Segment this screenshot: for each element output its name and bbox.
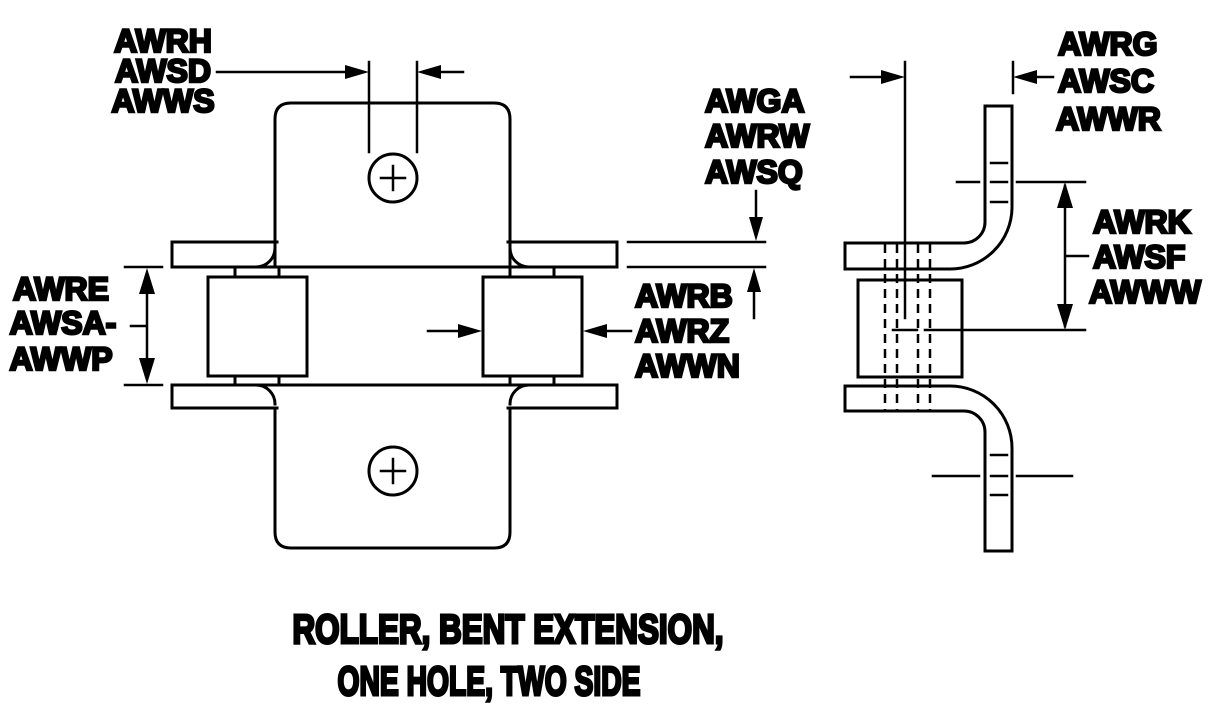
bottom-extension-outline [273,406,512,550]
label-awsa: AWSA- [10,305,117,341]
label-awsf: AWSF [1093,239,1185,275]
arrowhead-left [1013,70,1037,84]
dimensions: AWRH AWSD AWWS AWGA AWRW AWSQ AWRE AWSA-… [8,22,1203,387]
arrowhead-down [139,358,155,384]
top-link-plate [170,240,619,269]
side-roller-outline [856,278,964,379]
arrowhead-down [1057,304,1073,330]
arrowhead-right [881,70,905,84]
hole-center-cross [379,164,407,192]
arrowhead-up [747,268,761,292]
front-view [170,101,619,550]
arrowhead-right [458,324,482,338]
arrowhead-left [583,324,607,338]
bottom-tab-hole-ticks [989,453,1009,497]
label-awwr: AWWR [1056,101,1161,137]
label-awga: AWGA [705,83,805,119]
bend-fillet-left [254,246,277,269]
arrowhead-down [749,217,763,241]
label-awwp: AWWP [9,341,112,377]
roller-outline [481,275,584,378]
label-awrg: AWRG [1058,26,1158,62]
hole-circle [367,445,419,497]
dim-hole-offset: AWRH AWSD AWWS [110,22,465,154]
top-extension-outline [273,101,512,269]
label-awrh: AWRH [114,23,212,59]
arrowhead-up [1057,182,1073,208]
label-awrz: AWRZ [635,313,729,349]
plate-ends [170,383,619,410]
left-roller [206,265,309,387]
label-awsd: AWSD [115,53,211,89]
drawing-title: ROLLER, BENT EXTENSION, ONE HOLE, TWO SI… [291,605,725,706]
label-awsq: AWSQ [705,154,803,190]
dim-plate-thickness: AWGA AWRW AWSQ [626,82,811,320]
dim-roller-width: AWRB AWRZ AWWN [426,277,741,385]
top-tab-hole-ticks [989,161,1009,204]
label-awrk: AWRK [1093,204,1191,240]
label-awrw: AWRW [705,118,810,154]
bottom-hole [367,445,419,497]
extension-lines [626,240,767,269]
top-hole [367,152,419,204]
plate-ends [170,240,619,269]
bottom-link-plate [170,383,619,410]
dim-bend-offset: AWRG AWSC AWWR [849,25,1162,138]
label-awwn: AWWN [635,348,740,384]
label-awsc: AWSC [1058,63,1154,99]
centerlines [891,60,1087,497]
hole-circle [367,152,419,204]
title-line-2: ONE HOLE, TWO SIDE [338,658,641,704]
extension-lines [367,60,419,154]
bend-fillet-right [508,383,531,406]
side-bottom-extension-outline [843,384,1014,553]
side-view [843,60,1087,553]
bushing-lines [233,265,281,387]
label-awws: AWWS [111,83,214,119]
roller-outline [206,275,309,378]
bushing-lines [508,265,556,387]
label-awrb: AWRB [635,278,733,314]
arrowhead-left [417,65,441,79]
hole-center-cross [379,457,407,485]
hidden-hole-lines [883,244,932,411]
extension-lines [123,265,164,387]
dim-extension-height: AWRK AWSF AWWW [1057,182,1203,330]
arrowhead-right [345,65,369,79]
side-top-extension-outline [843,104,1014,271]
label-awww: AWWW [1089,274,1202,310]
bend-fillet-right [508,246,531,269]
dim-inner-width: AWRE AWSA- AWWP [8,265,164,387]
bend-fillet-left [254,383,277,406]
title-line-1: ROLLER, BENT EXTENSION, [293,606,724,652]
label-awre: AWRE [13,271,109,307]
right-roller [481,265,584,387]
arrowhead-up [139,268,155,294]
